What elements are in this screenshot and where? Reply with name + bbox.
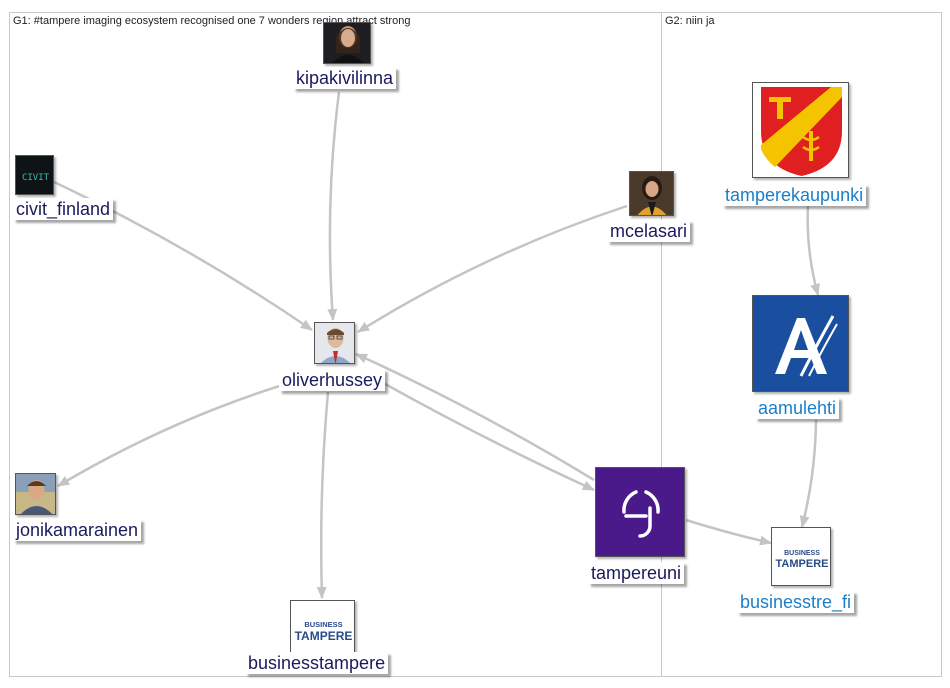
tampere-uni-logo-icon: [596, 468, 684, 556]
aamulehti-logo-icon: [753, 296, 848, 391]
edge-kipakivilinna-to-oliverhussey: [327, 91, 341, 321]
businesstre-fi-label[interactable]: businesstre_fi: [737, 591, 855, 613]
portrait-photo-icon: [315, 323, 354, 363]
portrait-photo-icon: [630, 172, 673, 215]
civit-logo-icon: CIVIT: [16, 156, 53, 194]
oliverhussey-avatar[interactable]: [314, 322, 355, 364]
edge-oliverhussey-to-businesstampere: [316, 391, 330, 599]
edge-oliverhussey-to-jonikamarainen: [57, 380, 293, 488]
edge-mcelasari-to-oliverhussey: [357, 204, 628, 334]
civit-finland-avatar[interactable]: CIVIT: [15, 155, 54, 195]
mcelasari-avatar[interactable]: [629, 171, 674, 216]
svg-text:BUSINESS: BUSINESS: [784, 550, 820, 557]
edge-tampereuni-to-businesstre_fi: [685, 518, 772, 546]
business-tampere-logo-icon: BUSINESS TAMPERE: [291, 601, 354, 652]
jonikamarainen-avatar[interactable]: [15, 473, 56, 515]
oliverhussey-label[interactable]: oliverhussey: [279, 369, 386, 391]
businesstampere-avatar[interactable]: BUSINESS TAMPERE: [290, 600, 355, 653]
edge-oliverhussey-to-tampereuni: [377, 378, 595, 492]
aamulehti-avatar[interactable]: [752, 295, 849, 392]
kipakivilinna-label[interactable]: kipakivilinna: [293, 67, 397, 89]
svg-text:TAMPERE: TAMPERE: [295, 629, 353, 643]
businesstampere-label[interactable]: businesstampere: [245, 652, 389, 674]
portrait-photo-icon: [16, 474, 55, 514]
svg-text:CIVIT: CIVIT: [22, 173, 50, 183]
edge-tamperekaupunki-to-aamulehti: [806, 204, 820, 296]
portrait-photo-icon: [324, 23, 370, 63]
jonikamarainen-label[interactable]: jonikamarainen: [13, 519, 142, 541]
tamperekaupunki-label[interactable]: tamperekaupunki: [722, 184, 867, 206]
svg-text:TAMPERE: TAMPERE: [776, 558, 829, 570]
mcelasari-label[interactable]: mcelasari: [607, 220, 691, 242]
business-tampere-logo-icon: BUSINESS TAMPERE: [772, 528, 830, 585]
businesstre-fi-avatar[interactable]: BUSINESS TAMPERE: [771, 527, 831, 586]
tampereuni-label[interactable]: tampereuni: [588, 562, 685, 584]
edge-aamulehti-to-businesstre_fi: [799, 419, 818, 528]
group-title-g1: G1: #tampere imaging ecosystem recognise…: [13, 15, 411, 27]
kipakivilinna-avatar[interactable]: [323, 22, 371, 64]
tampereuni-avatar[interactable]: [595, 467, 685, 557]
edge-tampereuni-to-oliverhussey: [355, 352, 595, 482]
svg-text:BUSINESS: BUSINESS: [304, 620, 342, 629]
aamulehti-label[interactable]: aamulehti: [755, 397, 840, 419]
group-title-g2: G2: niin ja: [665, 15, 715, 27]
tampere-coat-of-arms-icon: [753, 83, 848, 177]
tamperekaupunki-avatar[interactable]: [752, 82, 849, 178]
civit-finland-label[interactable]: civit_finland: [13, 198, 114, 220]
